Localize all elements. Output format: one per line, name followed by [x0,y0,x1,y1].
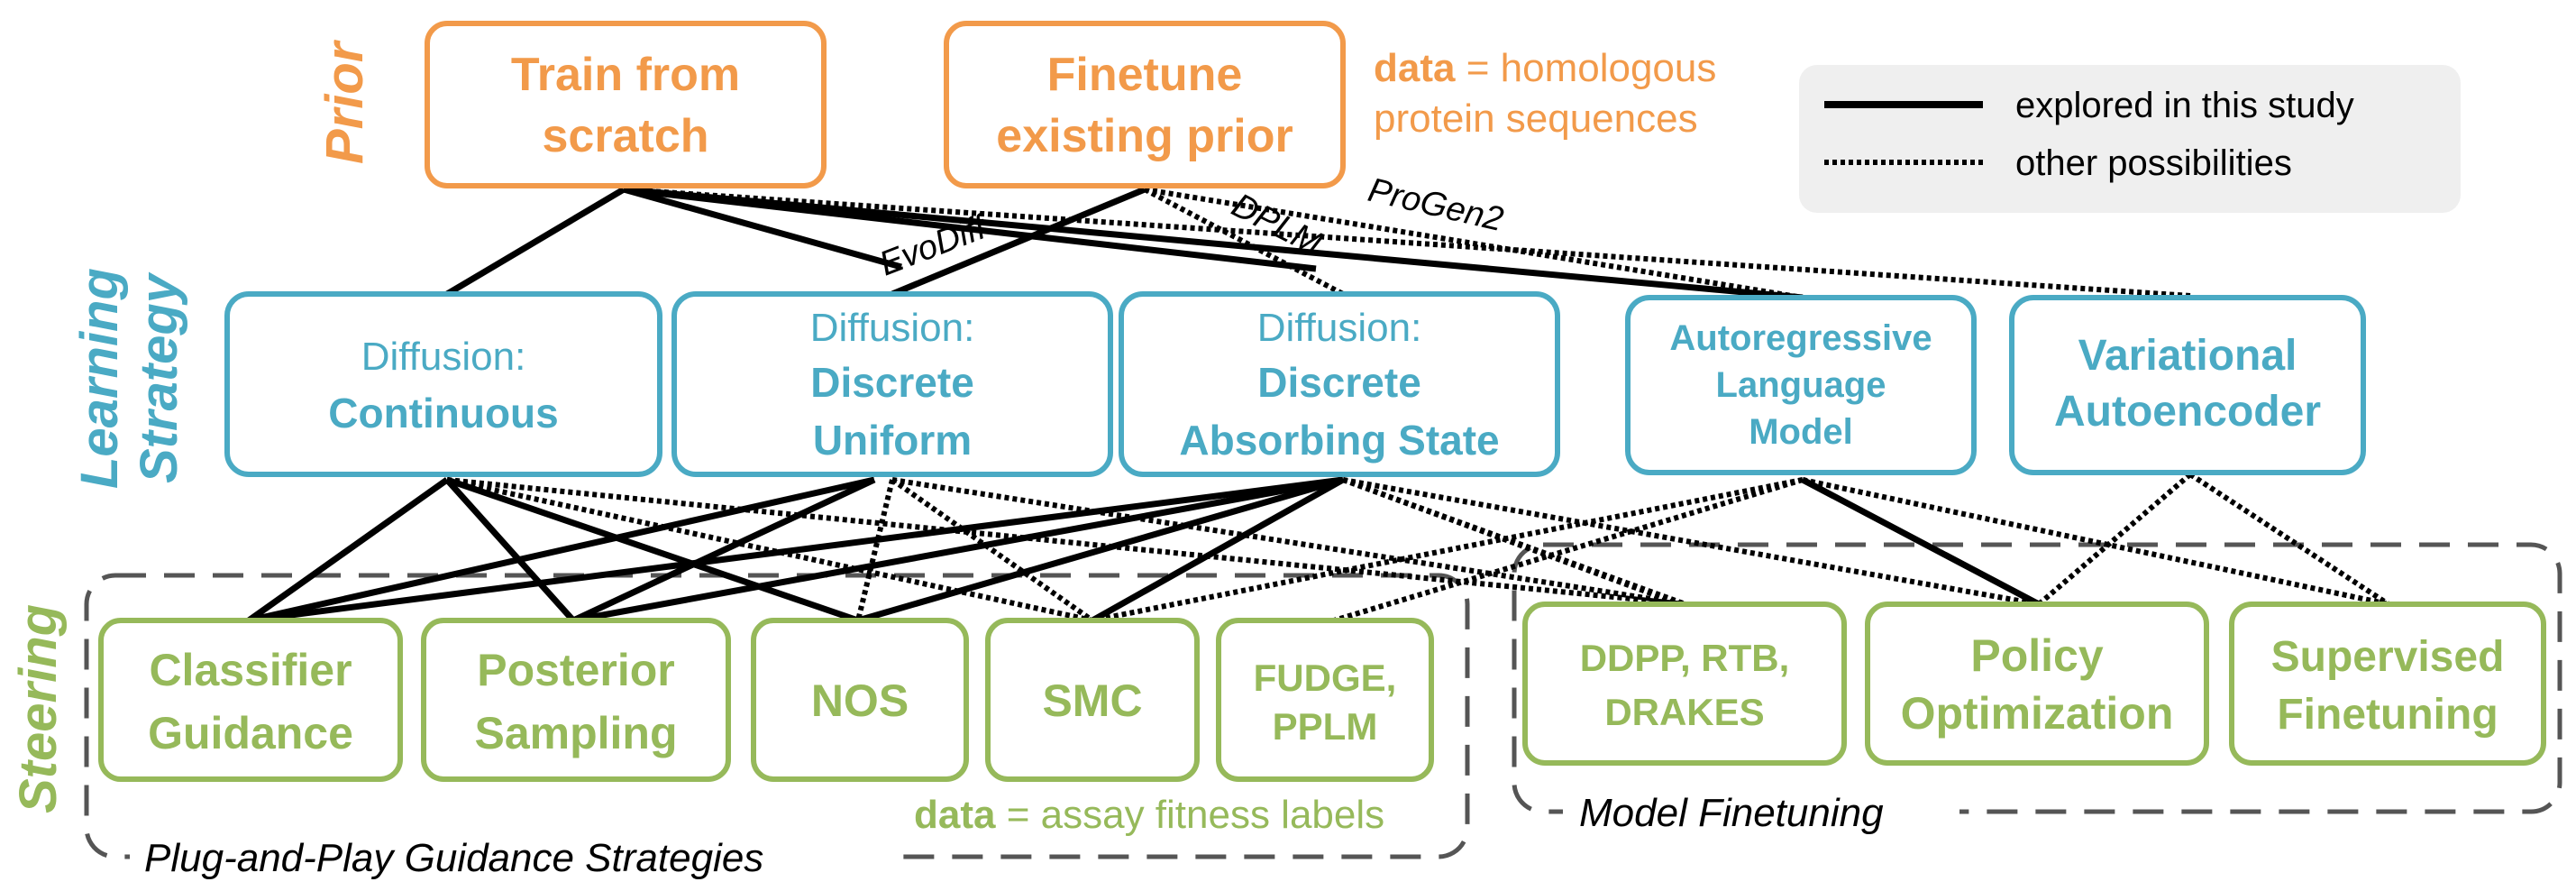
edge-vae-policy [2037,472,2192,607]
edge-continuous-posterior [444,477,576,623]
model-finetuning-title-bg [1563,785,1959,839]
absorbing-line1: Diffusion: [1257,306,1422,350]
classifier-line1: Classifier [149,645,352,695]
ddpp-line1: DDPP, RTB, [1580,637,1790,679]
policy-line1: Policy [1970,630,2103,681]
level-label-strategy: Strategy [130,271,188,483]
steering-box-posterior: Posterior Sampling [421,618,731,782]
edge-autoregressive-supervised [1802,477,2389,607]
edge-continuous-classifier [246,477,450,623]
edge-uniform-nos [855,479,895,621]
edge-scratch-uniform [623,186,902,271]
edge-vae-supervised [2188,472,2390,607]
prior-data-note-rest: = homologous [1455,46,1716,90]
edge-uniform-posterior [571,476,876,624]
edge-autoregressive-fudge [1333,477,1804,623]
solid-edges [246,186,2041,624]
steering-box-policy: Policy Optimization [1865,602,2209,766]
edge-finetune-absorbing [1143,187,1345,297]
steering-data-note-rest: = assay fitness labels [995,793,1384,837]
steering-box-ddpp: DDPP, RTB, DRAKES [1522,602,1847,766]
uniform-line3: Uniform [813,417,972,464]
steering-box-nos: NOS [751,618,969,782]
prior-finetune-line2: existing prior [996,110,1293,162]
absorbing-line3: Absorbing State [1179,417,1499,464]
steering-box-supervised: Supervised Finetuning [2229,602,2546,766]
edge-absorbing-nos [857,476,1344,624]
level-label-learning: Learning [70,268,129,489]
steering-box-smc: SMC [985,618,1200,782]
steering-box-classifier: Classifier Guidance [98,618,403,782]
edge-autoregressive-smc [1092,477,1804,623]
edge-scratch-continuous [445,186,626,298]
prior-scratch-line2: scratch [543,110,709,162]
prior-box-finetune: Finetune existing prior [944,21,1346,188]
legend-dotted-label: other possibilities [2015,143,2292,183]
smc-label: SMC [1042,675,1142,726]
prior-data-note-bold: data [1374,46,1456,90]
model-finetuning-group-border [1512,542,2562,814]
edge-uniform-classifier [248,476,875,624]
vae-line2: Autoencoder [2054,388,2321,436]
autoregressive-line3: Model [1749,412,1853,452]
edge-autoregressive-policy [1801,476,2041,608]
ddpp-line2: DRAKES [1604,691,1764,733]
level-label-steering: Steering [9,604,68,813]
edge-scratch-autoregressive [623,186,1804,301]
edge-finetune-autoregressive [1144,187,1804,300]
vae-line1: Variational [2078,332,2297,380]
continuous-line2: Continuous [328,390,559,436]
edge-absorbing-policy [1342,477,2040,607]
uniform-line2: Discrete [810,359,974,406]
plug-and-play-title: Plug-and-Play Guidance Strategies [144,836,763,880]
fudge-line1: FUDGE, [1254,657,1397,699]
policy-line2: Optimization [1901,688,2174,739]
supervised-line1: Supervised [2271,633,2505,681]
edge-uniform-smc [891,477,1094,623]
posterior-line1: Posterior [477,645,675,695]
learning-box-continuous: Diffusion: Continuous [224,291,662,477]
continuous-line1: Diffusion: [361,335,526,379]
posterior-line2: Sampling [474,708,677,758]
level-label-prior: Prior [315,39,374,164]
absorbing-line2: Discrete [1257,359,1421,406]
steering-data-note: data = assay fitness labels [914,793,1384,837]
learning-box-vae: Variational Autoencoder [2009,295,2366,475]
model-finetuning-title: Model Finetuning [1579,791,1884,835]
plug-and-play-title-bg [130,830,891,886]
learning-box-uniform: Diffusion: Discrete Uniform [671,291,1113,477]
fudge-line2: PPLM [1273,705,1378,748]
prior-data-note-line2: protein sequences [1374,96,1698,141]
prior-data-note: data = homologous [1374,46,1716,90]
uniform-line1: Diffusion: [810,306,975,350]
edge-uniform-ddpp [891,477,1686,607]
learning-box-autoregressive: Autoregressive Language Model [1625,295,1977,475]
autoregressive-line1: Autoregressive [1669,318,1932,358]
edge-finetune-uniform [891,186,1146,298]
supervised-line2: Finetuning [2277,691,2498,739]
edge-absorbing-ddpp [1341,477,1687,607]
edge-absorbing-posterior [572,476,1344,624]
prior-scratch-line1: Train from [511,49,740,101]
nos-label: NOS [811,675,909,726]
prior-box-scratch: Train from scratch [425,21,827,188]
steering-box-fudge: FUDGE, PPLM [1216,618,1434,782]
edge-absorbing-smc [1091,476,1345,624]
edge-continuous-nos [445,476,860,624]
edge-absorbing-classifier [248,476,1344,624]
legend-solid-label: explored in this study [2015,86,2354,125]
classifier-line2: Guidance [148,708,353,758]
autoregressive-line2: Language [1716,365,1886,405]
learning-box-absorbing: Diffusion: Discrete Absorbing State [1119,291,1560,477]
steering-data-note-bold: data [914,793,996,837]
dotted-edges [446,187,2390,623]
edge-scratch-vae [623,187,2191,299]
prior-finetune-line1: Finetune [1047,49,1243,101]
